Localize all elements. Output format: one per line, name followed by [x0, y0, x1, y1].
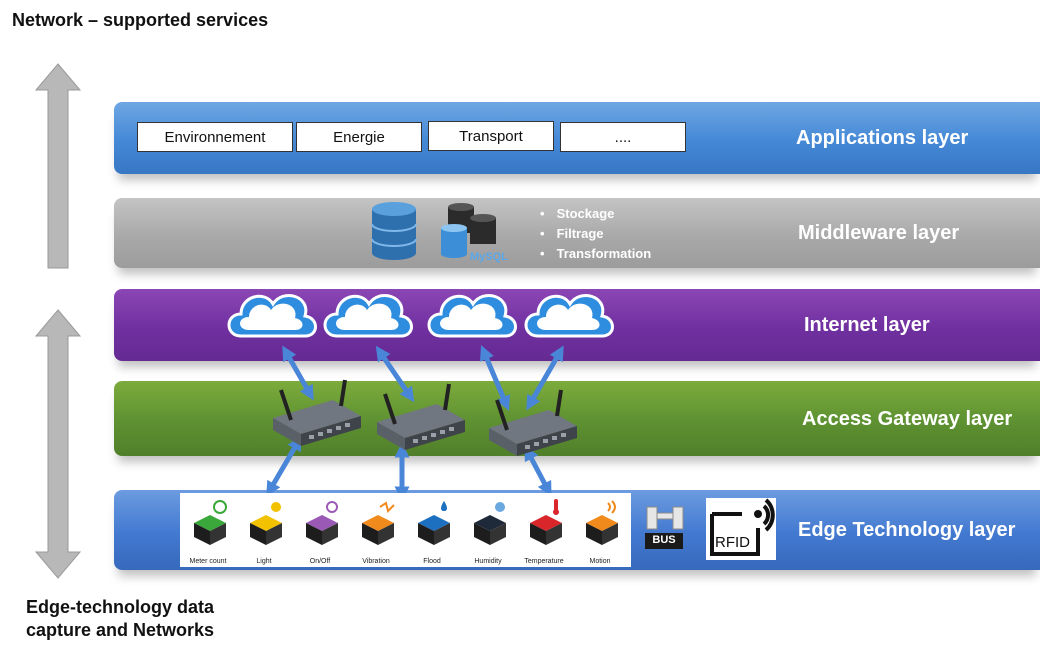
- bullet-transformation: Transformation: [540, 244, 652, 264]
- edge-technology-layer-label: Edge Technology layer: [798, 519, 1016, 541]
- sensor-label-vibration: Vibration: [362, 558, 390, 565]
- bus-logo: BUS: [643, 505, 685, 551]
- app-box-transport: Transport: [428, 121, 554, 151]
- sensor-vibration: Vibration: [348, 493, 404, 567]
- bus-label: BUS: [652, 534, 676, 546]
- sensor-light: Light: [236, 493, 292, 567]
- database-icon: [371, 202, 417, 260]
- sensor-humidity: Humidity: [460, 493, 516, 567]
- mysql-icon: [441, 203, 496, 258]
- up-down-arrow: [34, 309, 82, 579]
- link-arrow-router3-edge: [524, 445, 552, 497]
- link-arrow-cloud1-router1: [282, 345, 314, 401]
- middleware-bullets: Stockage Filtrage Transformation: [540, 204, 652, 264]
- internet-layer-label: Internet layer: [804, 314, 930, 336]
- rfid-label: RFID: [715, 534, 750, 551]
- sensor-label-on-off: On/Off: [309, 558, 331, 565]
- top-title: Network – supported services: [12, 10, 269, 30]
- link-arrow-cloud4-router3: [526, 345, 564, 411]
- sensor-label-meter-count: Meter count: [189, 558, 227, 565]
- bullet-filtrage: Filtrage: [540, 224, 651, 244]
- sensor-label-temperature: Temperature: [524, 558, 564, 565]
- bottom-title-line2: capture and Networks: [26, 620, 215, 640]
- link-arrow-router1-edge: [266, 435, 302, 497]
- sensor-label-flood: Flood: [423, 558, 441, 565]
- cloud-icon-2: [323, 293, 413, 338]
- router-icon-2: [375, 382, 467, 452]
- rfid-logo: RFID: [706, 498, 776, 560]
- cloud-icon-3: [427, 293, 517, 338]
- mysql-label: MySQL: [470, 251, 508, 263]
- bottom-title-line1: Edge-technology data: [26, 597, 215, 617]
- link-arrows: [266, 345, 564, 502]
- app-box-environnement: Environnement: [137, 122, 293, 152]
- up-arrow: [34, 63, 82, 269]
- sensor-label-motion: Motion: [589, 558, 611, 565]
- bottom-title: Edge-technology data capture and Network…: [26, 596, 214, 642]
- link-arrow-cloud2-router2: [375, 345, 415, 403]
- app-box-more: ....: [560, 122, 686, 152]
- bus-icon: [645, 506, 684, 549]
- rfid-icon: [710, 498, 775, 556]
- sensor-label-light: Light: [256, 558, 272, 565]
- sensor-temperature: Temperature: [516, 493, 572, 567]
- cloud-icon-4: [524, 293, 614, 338]
- sensor-label-humidity: Humidity: [474, 558, 502, 565]
- link-arrow-cloud3-router3: [480, 345, 510, 411]
- access-gateway-layer-label: Access Gateway layer: [802, 408, 1013, 430]
- sensor-flood: Flood: [404, 493, 460, 567]
- sensor-meter-count: Meter count: [180, 493, 236, 567]
- applications-layer-label: Applications layer: [796, 127, 969, 149]
- sensor-on-off: On/Off: [292, 493, 348, 567]
- sensor-motion: Motion: [572, 493, 628, 567]
- bullet-stockage: Stockage: [540, 204, 651, 224]
- middleware-layer-label: Middleware layer: [798, 222, 960, 244]
- cloud-icon-1: [227, 293, 317, 338]
- router-icon-1: [271, 378, 363, 448]
- app-box-energie: Energie: [296, 122, 422, 152]
- sensor-panel: Meter count Light On/Off Vibration Flood…: [180, 493, 631, 567]
